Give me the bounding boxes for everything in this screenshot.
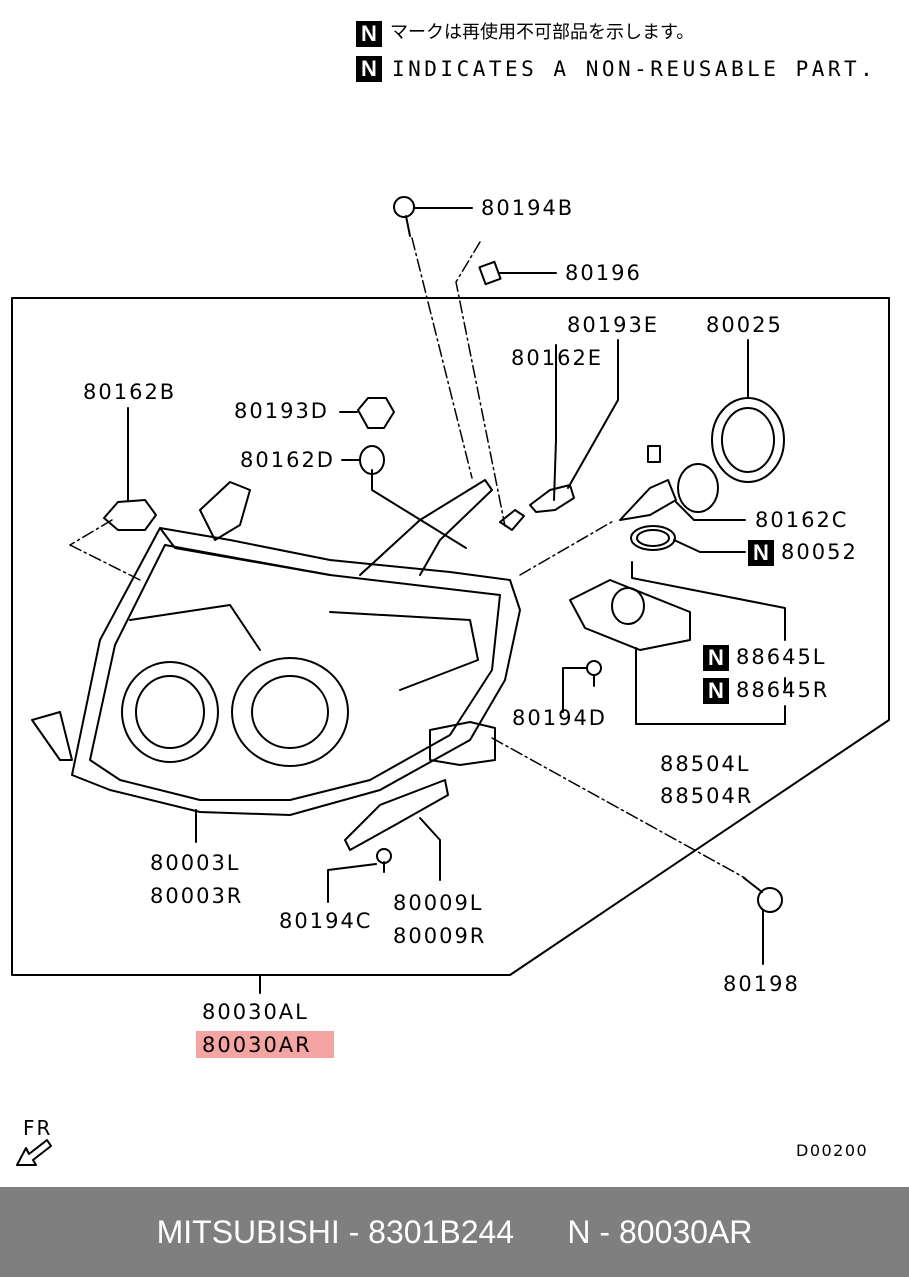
non-reusable-badge-icon: N [356, 21, 382, 47]
part-label-80052: 80052 [781, 540, 858, 564]
part-label-80025: 80025 [706, 313, 783, 337]
part-label-88645R: 88645R [736, 678, 830, 702]
part-label-80162B: 80162B [83, 380, 177, 404]
leader-lines [127, 207, 786, 965]
nut-80196 [478, 260, 502, 286]
non-reusable-badge-icon: N [356, 56, 382, 82]
diagram-drawing [11, 196, 890, 1166]
cap-80025 [711, 397, 785, 483]
part-label-80162C: 80162C [755, 508, 849, 532]
part-label-80003R: 80003R [150, 884, 244, 908]
part-label-80162D: 80162D [240, 448, 335, 472]
part-label-80003L: 80003L [150, 851, 241, 875]
bulb-80162B [103, 499, 157, 531]
socket-80193D [357, 397, 395, 429]
part-label-80194D: 80194D [512, 706, 607, 730]
assembly-frame [11, 297, 890, 976]
part-label-80193E: 80193E [567, 313, 660, 337]
part-label-80030AL: 80030AL [202, 1000, 309, 1024]
oring-80052 [630, 525, 676, 551]
non-reusable-badge-icon: N [703, 678, 729, 704]
part-label-80194C: 80194C [279, 909, 373, 933]
diagram-code: D00200 [796, 1141, 869, 1160]
part-label-80198: 80198 [723, 972, 800, 996]
igniter-ring [677, 463, 719, 513]
part-label-80162E: 80162E [511, 346, 604, 370]
headlamp-housing [31, 479, 521, 851]
footer-bar: MITSUBISHI - 8301B244 N - 80030AR [0, 1187, 909, 1277]
bulb-80162C [619, 445, 677, 521]
part-label-88504R: 88504R [660, 784, 754, 808]
bolt-80194B [393, 196, 415, 237]
ballast-88645 [569, 579, 691, 651]
part-label-88645L: 88645L [736, 645, 827, 669]
part-label-88504L: 88504L [660, 752, 751, 776]
bolt-80198 [743, 877, 783, 913]
parts-diagram: N マークは再使用不可部品を示します。 N INDICATES A NON-RE… [11, 21, 890, 1166]
part-label-80009R: 80009R [393, 924, 487, 948]
part-label-80194B: 80194B [481, 196, 575, 220]
part-label-80196: 80196 [565, 261, 642, 285]
legend-japanese: マークは再使用不可部品を示します。 [390, 22, 695, 43]
part-highlight [196, 1031, 334, 1058]
part-label-80009L: 80009L [393, 891, 484, 915]
non-reusable-badge-icon: N [748, 540, 774, 566]
bulb-80162E [499, 509, 525, 531]
part-label-80193D: 80193D [234, 399, 329, 423]
fr-label: FR [23, 1116, 53, 1140]
dash-dot-lines [69, 237, 746, 879]
legend-english: INDICATES A NON-REUSABLE PART. [392, 57, 877, 81]
socket-80193E [529, 484, 575, 513]
non-reusable-badge-icon: N [703, 645, 729, 671]
part-label-80030AR: 80030AR [202, 1033, 312, 1057]
screw-80194D [586, 660, 602, 687]
footer-part-info: MITSUBISHI - 8301B244 N - 80030AR [156, 1214, 753, 1250]
screw-80194C [376, 848, 392, 873]
fr-arrow-icon [16, 1139, 52, 1166]
